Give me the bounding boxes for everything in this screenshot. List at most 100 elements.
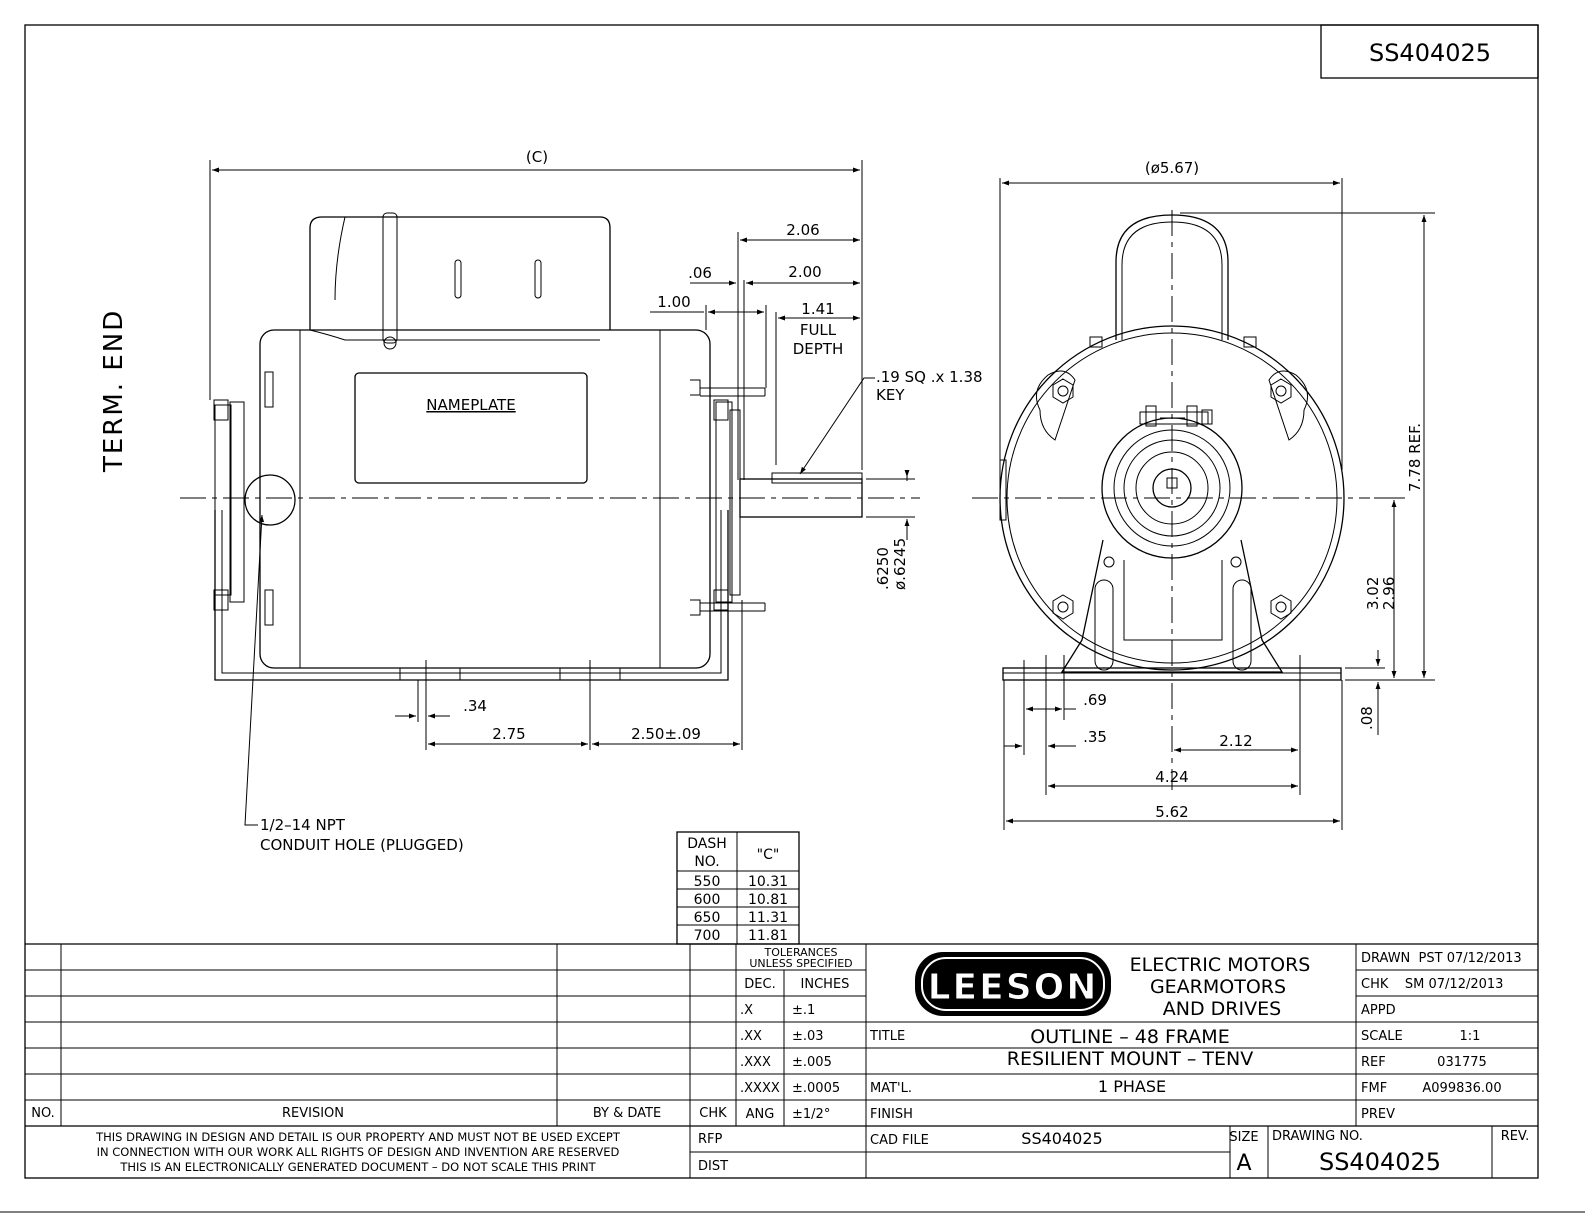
- title-line-1: OUTLINE – 48 FRAME: [1030, 1026, 1229, 1048]
- cad-label: CAD FILE: [870, 1133, 929, 1148]
- dim-06: .06: [688, 264, 712, 282]
- rfp-label: RFP: [698, 1132, 723, 1147]
- drawn-field: DRAWN PST 07/12/2013: [1361, 951, 1522, 966]
- rev-no-header: NO.: [31, 1106, 55, 1121]
- tol-key: .X: [740, 1003, 753, 1018]
- dim-2-75: 2.75: [492, 725, 525, 743]
- tol-value: ±.03: [792, 1029, 824, 1044]
- title-label: TITLE: [869, 1029, 905, 1044]
- scale-label: SCALE: [1361, 1029, 1403, 1044]
- motor-body: [259, 329, 711, 669]
- tol-value: ±.1: [792, 1003, 815, 1018]
- tol-inches: INCHES: [801, 977, 850, 992]
- disclaimer-line-2: IN CONNECTION WITH OUR WORK ALL RIGHTS O…: [97, 1145, 620, 1159]
- size-label: SIZE: [1229, 1130, 1258, 1145]
- nameplate-label: NAMEPLATE: [426, 396, 515, 414]
- shaft-dia-1: .6250: [874, 547, 892, 590]
- rev-chk-header: CHK: [699, 1106, 727, 1121]
- full-depth-label-1: FULL: [800, 321, 837, 339]
- end-view: (ø5.67) 7.78 REF. 3.02 2.96 .08 .69 .35: [972, 159, 1435, 830]
- dash-cell: 550: [694, 874, 721, 890]
- tol-value: ±1/2°: [792, 1107, 830, 1122]
- tol-key: .XXX: [740, 1055, 771, 1070]
- disclaimer-line-3: THIS IS AN ELECTRONICALLY GENERATED DOCU…: [119, 1160, 596, 1174]
- tol-key: ANG: [746, 1107, 775, 1122]
- tol-dec: DEC.: [744, 977, 775, 992]
- dim-5-62: 5.62: [1155, 803, 1188, 821]
- company-line-1: ELECTRIC MOTORS: [1130, 954, 1311, 976]
- c-header: "C": [757, 847, 780, 863]
- dash-cell: 700: [694, 928, 721, 944]
- company-line-2: GEARMOTORS: [1150, 976, 1286, 998]
- disclaimer-line-1: THIS DRAWING IN DESIGN AND DETAIL IS OUR…: [95, 1130, 621, 1144]
- matl-label: MAT'L.: [870, 1081, 912, 1096]
- tol-value: ±.005: [792, 1055, 832, 1070]
- dim-69: .69: [1083, 691, 1107, 709]
- leeson-logo: LEESON: [915, 952, 1111, 1016]
- rev-revision-header: REVISION: [282, 1106, 344, 1121]
- nameplate-outline: [354, 372, 588, 484]
- drawing-no: SS404025: [1319, 1148, 1441, 1176]
- key-callout-2: KEY: [876, 386, 905, 404]
- dim-overall-c: (C): [526, 148, 548, 166]
- tol-title-1: TOLERANCES: [763, 946, 837, 959]
- dim-body-diameter: (ø5.67): [1145, 159, 1199, 177]
- dim-2-06: 2.06: [786, 221, 819, 239]
- size-value: A: [1236, 1151, 1251, 1176]
- matl-value: 1 PHASE: [1098, 1077, 1166, 1096]
- mounting-base: [214, 510, 729, 681]
- conduit-callout-1: 1/2–14 NPT: [260, 816, 346, 834]
- fmf-label: FMF: [1361, 1081, 1387, 1096]
- c-cell: 10.81: [748, 892, 788, 908]
- side-view: NAMEPLATE: [180, 148, 983, 854]
- end-base-plate: [1002, 667, 1342, 681]
- cad-file: SS404025: [1021, 1129, 1102, 1148]
- logo-text: LEESON: [928, 967, 1099, 1008]
- finish-label: FINISH: [870, 1107, 913, 1122]
- dim-34: .34: [463, 697, 487, 715]
- dim-7-78-ref: 7.78 REF.: [1406, 423, 1424, 492]
- dim-08: .08: [1358, 706, 1376, 730]
- rev-label: REV.: [1501, 1129, 1530, 1144]
- dim-1-41: 1.41: [801, 300, 834, 318]
- title-line-2: RESILIENT MOUNT – TENV: [1007, 1048, 1253, 1070]
- rev-by-date-header: BY & DATE: [593, 1106, 661, 1121]
- c-cell: 11.81: [748, 928, 788, 944]
- dash-table: DASH NO. "C" 550 10.31 600 10.81 650 11.…: [676, 831, 800, 945]
- sheet-border: [24, 24, 1539, 1179]
- shaft-dia-2: ø.6245: [891, 538, 909, 590]
- key-callout-1: .19 SQ .x 1.38: [876, 368, 983, 386]
- conduit-callout-2: CONDUIT HOLE (PLUGGED): [260, 836, 464, 854]
- company-line-3: AND DRIVES: [1163, 998, 1281, 1020]
- dim-2-96: 2.96: [1380, 577, 1398, 610]
- term-end-label: TERM. END: [99, 309, 129, 473]
- tol-key: .XX: [740, 1029, 762, 1044]
- top-drawing-number-box: SS404025: [1320, 24, 1539, 79]
- dist-label: DIST: [698, 1159, 728, 1174]
- shaft-key: [771, 472, 863, 484]
- c-cell: 10.31: [748, 874, 788, 890]
- fmf-value: A099836.00: [1422, 1081, 1501, 1096]
- prev-field: PREV: [1361, 1107, 1395, 1122]
- dash-cell: 650: [694, 910, 721, 926]
- dash-header-1: DASH: [687, 836, 727, 852]
- dim-2-50: 2.50±.09: [631, 725, 701, 743]
- tol-title-2: UNLESS SPECIFIED: [749, 957, 852, 970]
- dim-1-00: 1.00: [657, 293, 690, 311]
- drawing-no-label: DRAWING NO.: [1272, 1129, 1363, 1144]
- tol-value: ±.0005: [792, 1081, 840, 1096]
- top-drawing-number: SS404025: [1369, 39, 1491, 67]
- ref-label: REF: [1361, 1055, 1386, 1070]
- tol-key: .XXXX: [740, 1081, 780, 1096]
- dim-3-02: 3.02: [1364, 577, 1382, 610]
- dash-cell: 600: [694, 892, 721, 908]
- dim-35: .35: [1083, 728, 1107, 746]
- dash-header-2: NO.: [694, 854, 719, 870]
- full-depth-label-2: DEPTH: [793, 340, 844, 358]
- ref-value: 031775: [1437, 1055, 1487, 1070]
- scale-value: 1:1: [1460, 1029, 1481, 1044]
- chk-field: CHK SM 07/12/2013: [1361, 977, 1503, 992]
- title-block: NO. REVISION BY & DATE CHK TOLERANCES UN…: [25, 943, 1538, 1178]
- dim-2-00: 2.00: [788, 263, 821, 281]
